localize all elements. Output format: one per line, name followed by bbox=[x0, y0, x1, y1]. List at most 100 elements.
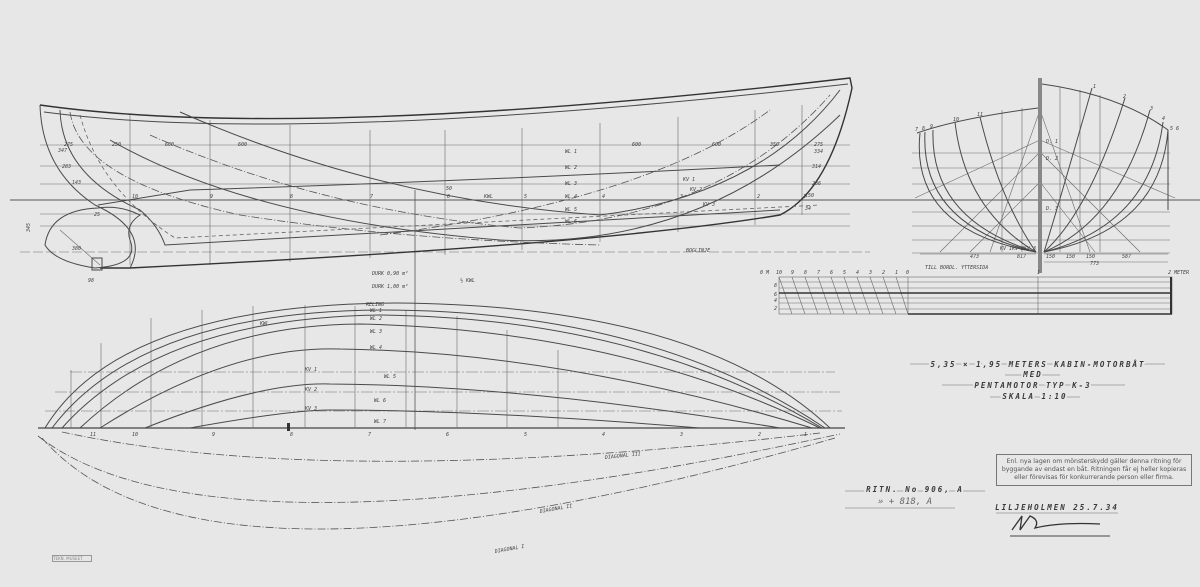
wl-label: WL 4 bbox=[565, 194, 577, 200]
scale-tick: 6 bbox=[830, 270, 833, 276]
station-label: 5 bbox=[1170, 126, 1173, 132]
scale-tick: 2 bbox=[882, 270, 885, 276]
scale-row: 6 bbox=[774, 292, 777, 298]
station-label: 11 bbox=[90, 432, 96, 438]
drawing-reference: » + 818, A bbox=[878, 497, 932, 507]
hull-outline bbox=[39, 77, 853, 269]
archive-stamp: TEKN. MUSEET bbox=[52, 555, 92, 562]
profile-view: 275 250 600 600 600 600 350 275 347 283 … bbox=[10, 77, 1200, 430]
wl-label: WL 4 bbox=[370, 345, 382, 351]
wl-label: WL 3 bbox=[565, 181, 577, 187]
dim: 98 bbox=[88, 278, 94, 284]
scale-tick: 10 bbox=[776, 270, 782, 276]
dim: 275 bbox=[814, 142, 823, 148]
station-label: 10 bbox=[132, 432, 138, 438]
scale-tick: 0 bbox=[906, 270, 909, 276]
dim: 600 bbox=[165, 142, 174, 148]
wl-label: WL 2 bbox=[565, 165, 577, 171]
dim: 334 bbox=[813, 149, 823, 155]
station-label: 10 bbox=[953, 117, 959, 123]
station-label: 8 bbox=[290, 194, 293, 200]
station-label: 6 bbox=[446, 432, 449, 438]
buttock-label: KV 3 bbox=[702, 202, 715, 208]
station-label: 5 bbox=[524, 432, 527, 438]
station-label: 1 bbox=[1093, 84, 1096, 90]
reling-line bbox=[44, 302, 831, 429]
dim: 25 bbox=[94, 212, 100, 218]
scale-row: 4 bbox=[774, 298, 777, 304]
station-label: 10 bbox=[132, 194, 138, 200]
dim: 150 bbox=[1086, 254, 1095, 260]
plan-labels: RELING WL 1 WL 2 WL 3 WL 4 WL 5 WL 6 WL … bbox=[259, 302, 396, 425]
station-label: 2 bbox=[758, 432, 761, 438]
station-label: 7 bbox=[370, 194, 373, 200]
station-label: 3 bbox=[679, 194, 683, 200]
drawing-number: RITN. No 906, A bbox=[866, 485, 964, 494]
dim: 283 bbox=[62, 164, 71, 170]
station-label: 8 bbox=[922, 126, 925, 132]
diagonal-label: D. 1 bbox=[1045, 139, 1058, 145]
diagonal-label: D. 3 bbox=[1045, 206, 1058, 212]
diagonal-label: DIAGONAL I bbox=[493, 544, 525, 555]
station-label: 8 bbox=[290, 432, 293, 438]
dim: 150 bbox=[1046, 254, 1055, 260]
scale-tick: 9 bbox=[791, 270, 794, 276]
scale-row: 8 bbox=[774, 283, 777, 289]
station-label: 3 bbox=[1149, 106, 1153, 112]
wl-label: WL 1 bbox=[370, 308, 382, 314]
scale-tick: 3 bbox=[868, 270, 872, 276]
station-label: 4 bbox=[1162, 116, 1165, 122]
scale-bar: 0 M 10 9 8 7 6 5 4 3 2 1 0 1 2 METER 8 6… bbox=[760, 270, 1189, 315]
station-label: 2 bbox=[757, 194, 760, 200]
scale-tick: 7 bbox=[817, 270, 820, 276]
station-label: 5 bbox=[524, 194, 527, 200]
dim: 817 bbox=[1017, 254, 1026, 260]
deck-note: ½ KWL bbox=[460, 277, 475, 284]
buttock-label: KV 3 bbox=[304, 406, 317, 412]
buttock-label: KV 2 bbox=[689, 187, 702, 193]
diagonal-2 bbox=[37, 433, 841, 503]
dim: 347 bbox=[57, 148, 67, 154]
rudder bbox=[44, 206, 141, 269]
dim: 150 bbox=[1066, 254, 1075, 260]
dim: 380 bbox=[71, 246, 81, 252]
station-label: 4 bbox=[602, 432, 605, 438]
station-label: 9 bbox=[210, 194, 213, 200]
dim: 473 bbox=[970, 254, 979, 260]
diagonal-1 bbox=[41, 437, 836, 530]
body-centerline bbox=[1038, 78, 1042, 273]
buttock-label: KV 1 bbox=[999, 246, 1012, 252]
body-plan: 7 8 9 10 11 1 2 3 4 5 6 D. 1 D. 2 D. 3 K… bbox=[912, 78, 1179, 273]
diagonal-label: DIAGONAL II bbox=[538, 503, 573, 515]
diagonal-3 bbox=[61, 431, 821, 462]
wl-label: WL 2 bbox=[370, 316, 382, 322]
dim: 773 bbox=[1090, 261, 1099, 267]
wl-label: WL 5 bbox=[565, 207, 577, 213]
scale-tick: 8 bbox=[804, 270, 807, 276]
diagonal-label: D. 2 bbox=[1045, 156, 1058, 162]
station-label: 11 bbox=[977, 112, 983, 118]
dim: 286 bbox=[812, 181, 821, 187]
kwl-label: KWL bbox=[259, 321, 269, 327]
scale-tick: 4 bbox=[856, 270, 859, 276]
scale-tick: 1 bbox=[1037, 270, 1040, 276]
title-block: 5,35 × 1,95 METERS KABIN-MOTORBÅT MED PE… bbox=[845, 358, 1165, 537]
station-label: 1 bbox=[803, 194, 806, 200]
station-label: 2 bbox=[1123, 94, 1126, 100]
buttock-label: KV 2 bbox=[1011, 246, 1024, 252]
wl-label: WL 6 bbox=[565, 219, 577, 225]
wl-label: WL 3 bbox=[370, 329, 382, 335]
place-date: LILJEHOLMEN 25.7.34 bbox=[995, 503, 1119, 512]
title-line: MED bbox=[1022, 370, 1043, 379]
copyright-stamp: Enl. nya lagen om mönsterskydd gäller de… bbox=[996, 454, 1192, 486]
buttock-label: KV 2 bbox=[304, 387, 317, 393]
diagonals-view: DIAGONAL III DIAGONAL II DIAGONAL I bbox=[37, 431, 841, 555]
dim: 143 bbox=[72, 180, 81, 186]
body-plan-note: TILL BORDL. YTTERSIDA bbox=[925, 265, 988, 271]
profile-labels: WL 1 WL 2 WL 3 WL 4 WL 5 WL 6 KV 1 KV 2 … bbox=[132, 149, 806, 290]
signature bbox=[1011, 515, 1101, 531]
station-label: 4 bbox=[602, 194, 605, 200]
wl-label: WL 6 bbox=[374, 398, 386, 404]
deck-note: DURK 0,90 m² bbox=[371, 271, 408, 277]
